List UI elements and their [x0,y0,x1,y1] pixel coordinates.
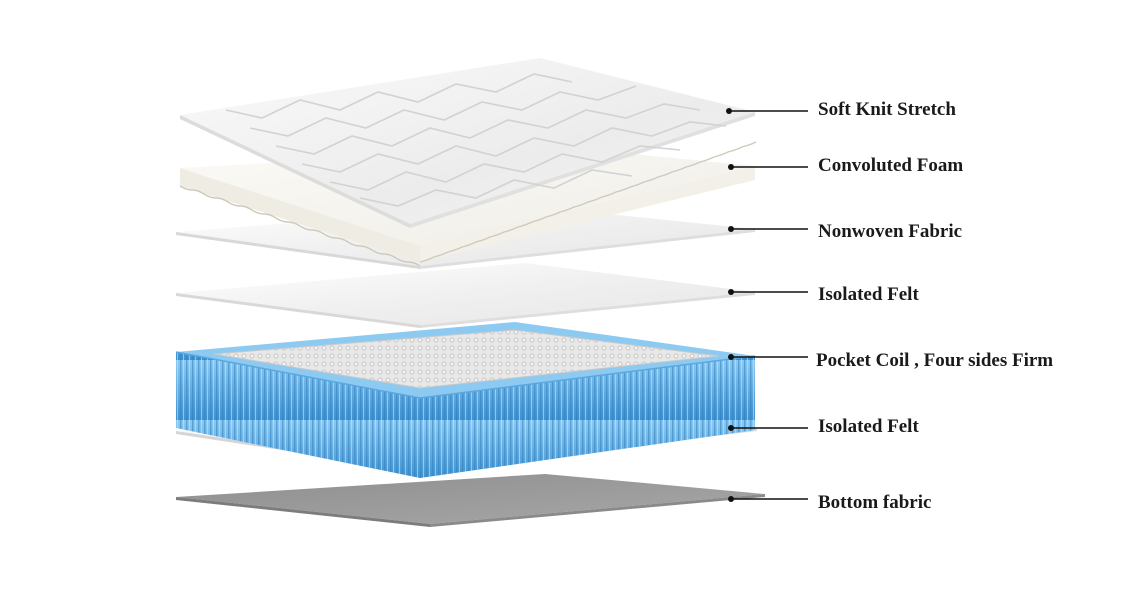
label-isolated-felt-bottom: Isolated Felt [818,416,919,437]
isolated-felt-top-layer [176,263,755,328]
label-soft-knit-stretch: Soft Knit Stretch [818,99,956,120]
callout-nonwoven-fabric: Nonwoven Fabric [728,221,962,242]
callout-isolated-felt-top: Isolated Felt [728,284,919,305]
soft-knit-stretch-layer [180,58,755,228]
label-nonwoven-fabric: Nonwoven Fabric [818,221,962,242]
label-pocket-coil: Pocket Coil , Four sides Firm [816,350,1053,371]
callout-convoluted-foam: Convoluted Foam [728,155,963,176]
pocket-coil-layer [175,322,756,478]
label-convoluted-foam: Convoluted Foam [818,155,963,176]
label-bottom-fabric: Bottom fabric [818,492,931,513]
label-isolated-felt-top: Isolated Felt [818,284,919,305]
callout-soft-knit-stretch: Soft Knit Stretch [726,99,956,120]
callout-isolated-felt-bottom: Isolated Felt [728,416,919,437]
callout-bottom-fabric: Bottom fabric [728,492,931,513]
bottom-fabric-layer [176,474,765,527]
callout-pocket-coil: Pocket Coil , Four sides Firm [728,350,1053,371]
